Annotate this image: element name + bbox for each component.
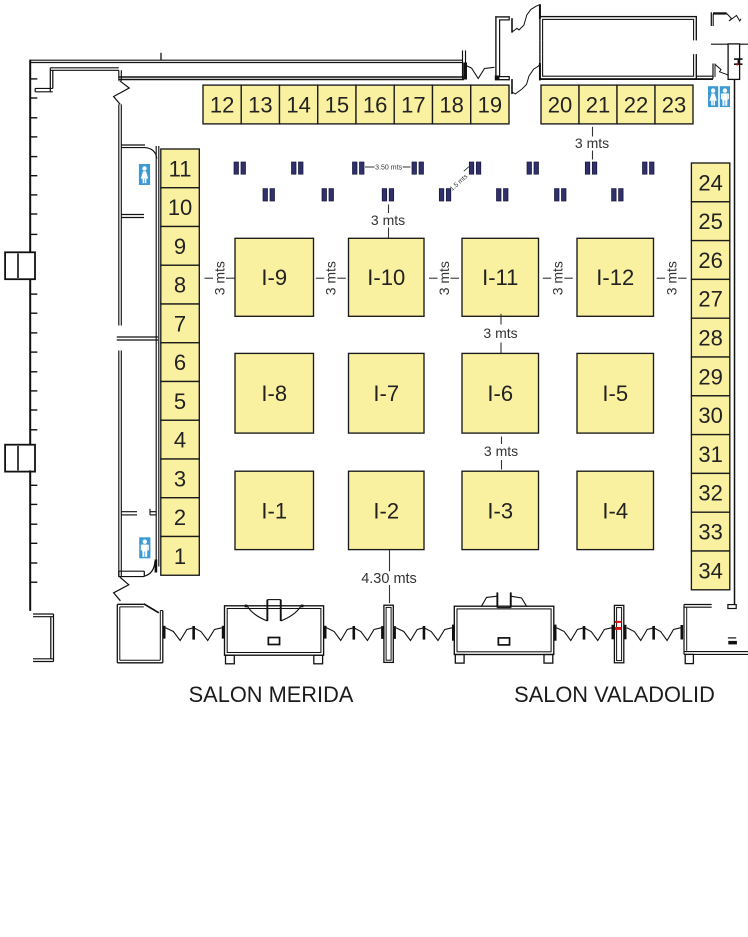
- svg-text:I-2: I-2: [373, 498, 399, 523]
- svg-text:16: 16: [363, 92, 387, 117]
- svg-text:4: 4: [174, 428, 186, 453]
- svg-text:21: 21: [586, 92, 610, 117]
- svg-text:27: 27: [698, 287, 722, 312]
- svg-text:28: 28: [698, 326, 722, 351]
- svg-text:SALON MERIDA: SALON MERIDA: [189, 682, 354, 707]
- svg-text:20: 20: [548, 92, 572, 117]
- svg-text:24: 24: [698, 170, 722, 195]
- svg-text:3 mts: 3 mts: [211, 261, 227, 295]
- svg-text:29: 29: [698, 364, 722, 389]
- svg-text:7: 7: [174, 311, 186, 336]
- svg-text:I-5: I-5: [602, 381, 628, 406]
- svg-text:I-12: I-12: [596, 265, 634, 290]
- svg-text:3 mts: 3 mts: [483, 325, 517, 341]
- svg-text:2: 2: [174, 505, 186, 530]
- svg-text:33: 33: [698, 520, 722, 545]
- svg-text:34: 34: [698, 558, 722, 583]
- svg-text:I-8: I-8: [261, 381, 287, 406]
- svg-text:3 mts: 3 mts: [550, 261, 566, 295]
- svg-text:3 mts: 3 mts: [484, 443, 518, 459]
- svg-text:I-4: I-4: [602, 498, 628, 523]
- svg-text:23: 23: [662, 92, 686, 117]
- svg-text:3 mts: 3 mts: [575, 135, 609, 151]
- svg-text:4.30 mts: 4.30 mts: [361, 571, 417, 587]
- svg-text:13: 13: [248, 92, 272, 117]
- svg-text:3 mts: 3 mts: [663, 261, 679, 295]
- svg-text:18: 18: [439, 92, 463, 117]
- svg-text:6: 6: [174, 350, 186, 375]
- svg-text:H: H: [731, 57, 743, 65]
- svg-text:I-6: I-6: [487, 381, 513, 406]
- svg-text:25: 25: [698, 209, 722, 234]
- svg-text:31: 31: [698, 442, 722, 467]
- svg-text:3: 3: [174, 466, 186, 491]
- svg-text:3 mts: 3 mts: [371, 212, 405, 228]
- svg-text:8: 8: [174, 273, 186, 298]
- svg-text:I-9: I-9: [261, 265, 287, 290]
- svg-text:32: 32: [698, 481, 722, 506]
- svg-text:1: 1: [174, 544, 186, 569]
- svg-text:I-7: I-7: [373, 381, 399, 406]
- svg-text:I-11: I-11: [482, 265, 518, 290]
- svg-text:9: 9: [174, 234, 186, 259]
- svg-text:SALON VALADOLID: SALON VALADOLID: [514, 682, 715, 707]
- svg-text:19: 19: [478, 92, 502, 117]
- svg-text:3.50 mts: 3.50 mts: [375, 164, 402, 171]
- svg-text:12: 12: [210, 92, 234, 117]
- svg-text:11: 11: [169, 156, 192, 181]
- svg-text:I-10: I-10: [367, 265, 405, 290]
- svg-text:3 mts: 3 mts: [436, 261, 452, 295]
- svg-text:I-3: I-3: [487, 498, 513, 523]
- svg-text:10: 10: [168, 195, 192, 220]
- svg-text:5: 5: [174, 389, 186, 414]
- svg-text:22: 22: [624, 92, 648, 117]
- svg-text:26: 26: [698, 248, 722, 273]
- svg-text:14: 14: [286, 92, 310, 117]
- svg-text:17: 17: [401, 92, 425, 117]
- svg-text:15: 15: [325, 92, 349, 117]
- svg-text:3 mts: 3 mts: [323, 261, 339, 295]
- svg-text:30: 30: [698, 403, 722, 428]
- svg-text:I-1: I-1: [261, 498, 287, 523]
